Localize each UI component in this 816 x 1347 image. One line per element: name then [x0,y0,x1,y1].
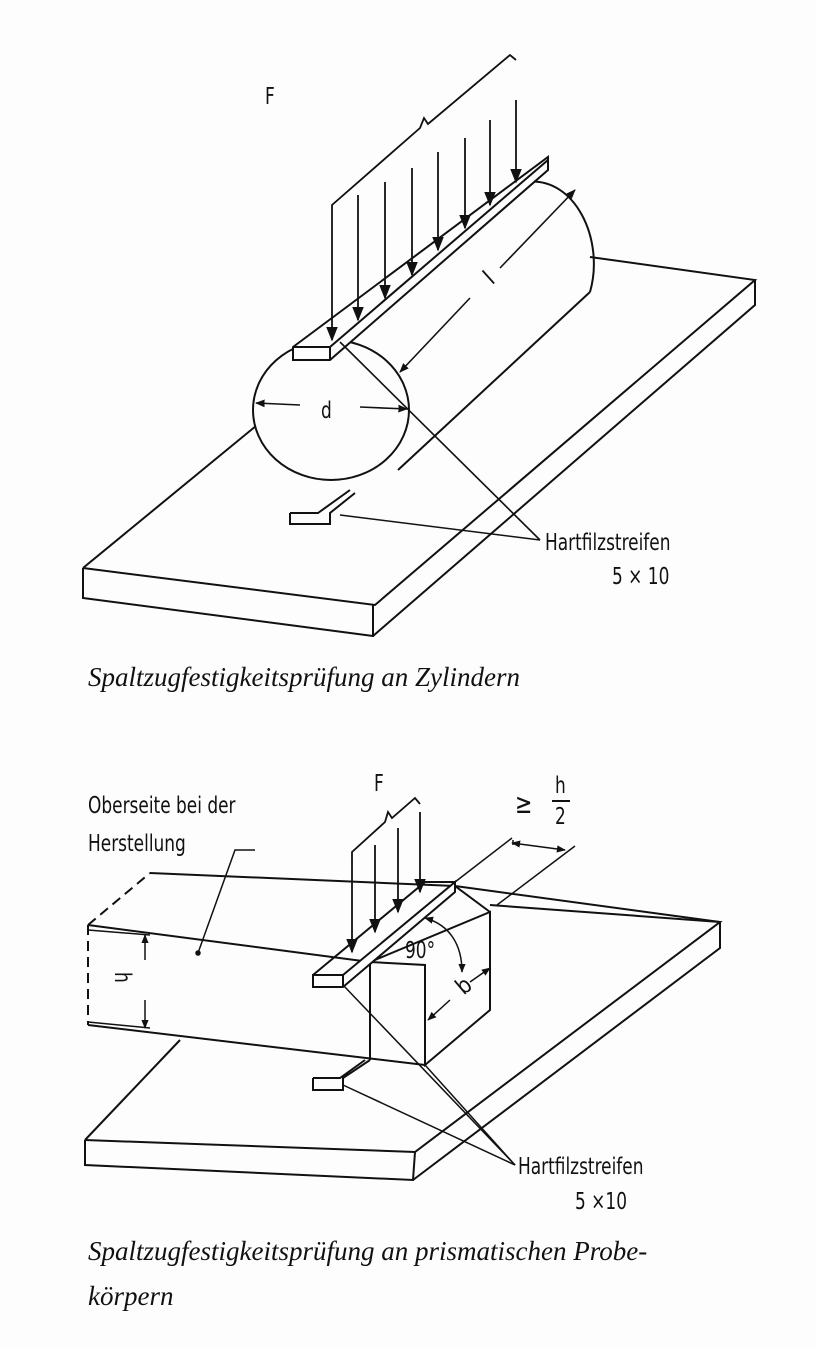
force-label-bottom: F [374,771,384,797]
strip-size-bottom: 5 ×10 [575,1189,627,1215]
overhang-numerator: h [555,773,566,799]
overhang-denominator: 2 [555,804,566,830]
base-plate-top [82,256,758,638]
top-side-label-line2: Herstellung [88,831,186,857]
felt-strip-bottom-prism [312,1059,371,1091]
dimension-lines-top [255,189,576,541]
dimension-lines-bottom [87,837,576,1166]
caption-prism-line1: Spaltzugfestigkeitsprüfung an prismatisc… [88,1236,648,1266]
felt-strip-bottom [289,489,356,525]
strip-size-top: 5 × 10 [612,564,670,590]
top-side-label-line1: Oberseite bei der [88,793,236,819]
cylinder-specimen [252,180,595,481]
diameter-label: d [321,398,332,424]
force-label-top: F [265,84,275,110]
prism-specimen [87,872,721,1068]
height-label: h [109,972,135,983]
force-brace-bottom [351,796,421,862]
force-brace [331,53,517,215]
strip-label-top: Hartfilzstreifen [545,530,671,556]
force-arrows-bottom [346,796,426,954]
strip-label-bottom: Hartfilzstreifen [518,1154,644,1180]
base-plate-bottom [84,904,723,1182]
caption-cylinder: Spaltzugfestigkeitsprüfung an Zylindern [88,662,520,692]
overhang-symbol: ≥ [515,787,533,820]
caption-prism-line2: körpern [88,1281,174,1311]
angle-label: 90° [405,938,436,964]
fraction-bar [552,800,570,802]
force-arrows-top [326,53,522,342]
